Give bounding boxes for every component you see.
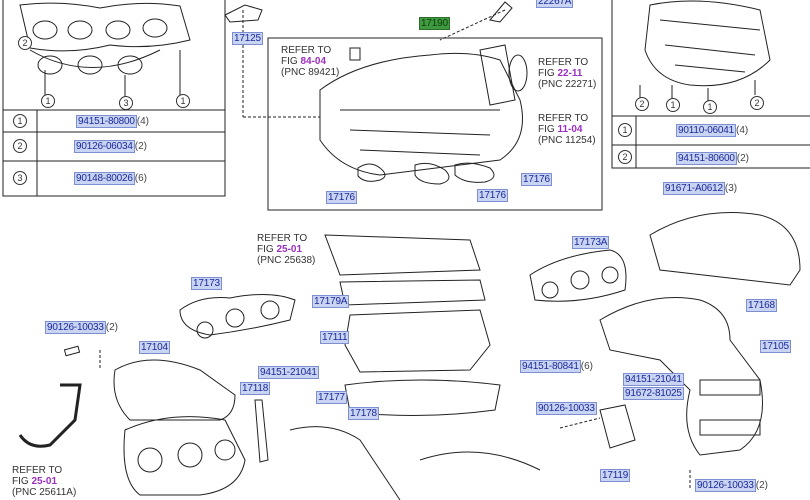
legend-box-right: [611, 0, 810, 169]
legend-row: 90126-06034(2): [74, 140, 147, 153]
diagram-key-2: 2: [18, 36, 32, 50]
part-17173A-link[interactable]: 17173A: [572, 236, 610, 249]
part-90126-10033-link[interactable]: 90126-10033: [536, 402, 597, 415]
part-90126-10033-link[interactable]: 90126-10033: [45, 321, 106, 334]
legend-key: 3: [13, 171, 27, 185]
part-94151-21041-link[interactable]: 94151-21041: [623, 373, 684, 386]
part-17177-link[interactable]: 17177: [316, 391, 347, 404]
quantity: (6): [134, 173, 147, 184]
part-17125-link[interactable]: 17125: [232, 32, 263, 45]
figure-link[interactable]: 25-01: [276, 244, 303, 255]
part-90126-10033-link[interactable]: 90126-10033: [695, 479, 756, 492]
quantity: (6): [580, 361, 593, 372]
diagram-key-2: 2: [750, 96, 764, 110]
part-17168-link[interactable]: 17168: [746, 299, 777, 312]
part-17105-link[interactable]: 17105: [760, 340, 791, 353]
legend-key: 1: [618, 123, 632, 137]
legend-row: 90110-06041(4): [676, 124, 749, 137]
legend-key: 1: [13, 114, 27, 128]
figure-link[interactable]: 11-04: [557, 124, 583, 135]
legend-row: 94151-80600(2): [676, 152, 749, 165]
diagram-key-2: 2: [635, 97, 649, 111]
part-17190-link[interactable]: 17190: [419, 17, 450, 30]
part-17104-link[interactable]: 17104: [139, 341, 170, 354]
figure-link[interactable]: 25-01: [31, 476, 58, 487]
part-94151-21041-link[interactable]: 94151-21041: [258, 366, 319, 379]
legend-row: 94151-80800(4): [76, 115, 149, 128]
part-number-link[interactable]: 90126-06034: [74, 140, 135, 153]
part-17119-link[interactable]: 17119: [600, 469, 631, 482]
part-17176-link[interactable]: 17176: [477, 189, 508, 202]
quantity: (4): [736, 125, 749, 136]
figure-link[interactable]: 22-11: [557, 68, 583, 79]
legend-row: 90148-80026(6): [74, 172, 147, 185]
diagram-key-1: 1: [703, 100, 717, 114]
part-17179A-link[interactable]: 17179A: [312, 295, 350, 308]
part-17118-link[interactable]: 17118: [240, 382, 271, 395]
quantity: (3): [724, 183, 738, 194]
legend-key: 2: [13, 139, 27, 153]
diagram-key-1: 1: [176, 94, 190, 108]
diagram-key-3: 3: [119, 96, 133, 110]
legend-key: 2: [618, 150, 632, 164]
part-number-link[interactable]: 90110-06041: [676, 124, 737, 137]
lower-parts: [18, 212, 801, 500]
quantity: (4): [136, 116, 149, 127]
part-91672-81025-link[interactable]: 91672-81025: [623, 387, 684, 400]
part-number-link[interactable]: 90148-80026: [74, 172, 135, 185]
part-number-link[interactable]: 94151-80600: [676, 152, 737, 165]
part-17176-link[interactable]: 17176: [326, 191, 357, 204]
diagram-key-1: 1: [41, 94, 55, 108]
quantity: (2): [105, 322, 118, 333]
part-91671-A0612-link[interactable]: 91671-A0612: [663, 182, 725, 195]
part-number-link[interactable]: 94151-80800: [76, 115, 137, 128]
quantity: (2): [736, 153, 749, 164]
part-22267A-link[interactable]: 22267A: [536, 0, 574, 8]
part-17111-link[interactable]: 17111: [320, 331, 350, 344]
part-17176-link[interactable]: 17176: [521, 173, 552, 186]
intake-manifold-group: [224, 1, 603, 211]
quantity: (2): [134, 141, 147, 152]
quantity: (2): [755, 480, 768, 491]
part-17178-link[interactable]: 17178: [348, 407, 379, 420]
figure-link[interactable]: 84-04: [300, 56, 327, 67]
part-17173-link[interactable]: 17173: [191, 277, 222, 290]
legend-box-left: [2, 0, 226, 197]
diagram-key-1: 1: [666, 98, 680, 112]
part-94151-80841-link[interactable]: 94151-80841: [520, 360, 581, 373]
